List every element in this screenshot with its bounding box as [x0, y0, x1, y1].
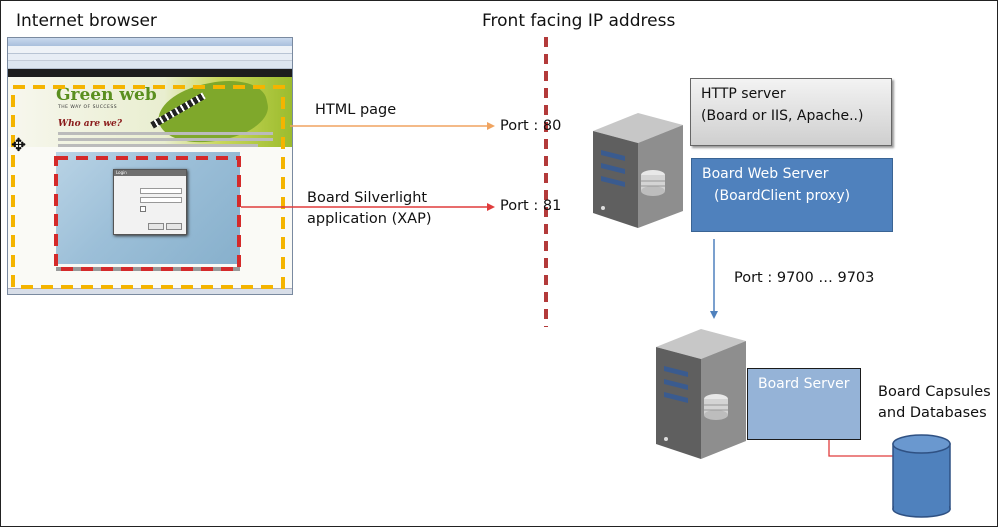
silverlight-label-1: Board Silverlight: [307, 190, 428, 206]
browser-title-bar: [8, 38, 292, 46]
username-field[interactable]: [140, 188, 182, 194]
silverlight-arrow-head: [487, 203, 495, 211]
silverlight-highlight: [54, 156, 241, 271]
capsules-label-2: and Databases: [878, 405, 987, 421]
port-81-label: Port : 81: [500, 198, 562, 214]
html-page-label: HTML page: [315, 102, 397, 118]
site-nav-bar: [8, 69, 292, 77]
http-server-box: HTTP server (Board or IIS, Apache..): [690, 78, 892, 146]
text-line: [58, 132, 273, 135]
board-web-server-box: Board Web Server (BoardClient proxy): [691, 158, 893, 232]
browser-menu-bar: [8, 54, 292, 61]
board-server-box: Board Server: [747, 368, 861, 440]
internet-browser-title: Internet browser: [16, 11, 157, 31]
board-server-title: Board Server: [758, 376, 850, 392]
site-tagline: THE WAY OF SUCCESS: [58, 105, 118, 110]
text-line: [58, 138, 273, 141]
site-title: Green web: [56, 85, 157, 105]
port-80-label: Port : 80: [500, 118, 562, 134]
cancel-button[interactable]: [166, 223, 182, 230]
html-page-arrow-head: [487, 122, 495, 130]
browser-address-bar: [8, 46, 292, 54]
port-9700-arrow-head: [710, 311, 718, 319]
who-heading: Who are we?: [58, 119, 122, 129]
board-web-server-title: Board Web Server: [702, 166, 829, 182]
save-password-checkbox[interactable]: [140, 206, 146, 212]
board-web-server-subtitle: (BoardClient proxy): [714, 188, 851, 204]
text-line: [58, 144, 258, 147]
server-icon-web: [593, 113, 683, 228]
front-facing-ip-title: Front facing IP address: [482, 11, 676, 31]
html-page-highlight: [11, 85, 285, 289]
database-icon: [892, 434, 951, 518]
server-icon-board: [656, 329, 746, 459]
server-database-connector: [828, 439, 894, 457]
login-button[interactable]: [148, 223, 164, 230]
silverlight-label-2: application (XAP): [307, 211, 432, 227]
capsules-label-1: Board Capsules: [878, 384, 991, 400]
http-server-subtitle: (Board or IIS, Apache..): [701, 108, 864, 124]
login-dialog: Login: [113, 169, 187, 235]
login-dialog-title: Login: [114, 170, 186, 176]
browser-favorites-bar: [8, 61, 292, 69]
password-field[interactable]: [140, 197, 182, 203]
http-server-title: HTTP server: [701, 86, 786, 102]
port-9700-label: Port : 9700 … 9703: [734, 270, 875, 286]
move-cursor-icon: ✥: [11, 135, 27, 156]
